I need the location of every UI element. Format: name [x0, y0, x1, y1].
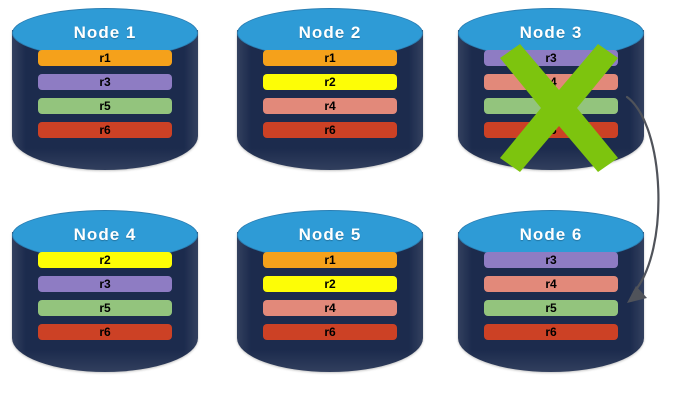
record-r3[interactable]: r3: [38, 276, 172, 292]
node-6-top-disc: Node 6: [458, 210, 644, 260]
node-2-records: r1 r2 r4 r6: [263, 50, 397, 138]
record-r6[interactable]: r6: [38, 122, 172, 138]
record-r5[interactable]: r5: [38, 98, 172, 114]
record-r2[interactable]: r2: [263, 74, 397, 90]
node-1-top-disc: Node 1: [12, 8, 198, 58]
record-r6[interactable]: r6: [484, 324, 618, 340]
record-r2[interactable]: r2: [263, 276, 397, 292]
record-r1[interactable]: r1: [38, 50, 172, 66]
record-r3[interactable]: r3: [38, 74, 172, 90]
node-2[interactable]: Node 2 r1 r2 r4 r6: [237, 8, 423, 194]
node-3[interactable]: Node 3 r3 r4 r5 r6: [458, 8, 644, 194]
node-5[interactable]: Node 5 r1 r2 r4 r6: [237, 210, 423, 396]
node-5-top-disc: Node 5: [237, 210, 423, 260]
node-3-records: r3 r4 r5 r6: [484, 50, 618, 138]
record-r2[interactable]: r2: [38, 252, 172, 268]
node-2-title: Node 2: [298, 23, 362, 42]
node-6-title: Node 6: [519, 225, 583, 244]
node-4-top-disc: Node 4: [12, 210, 198, 260]
record-r3[interactable]: r3: [484, 50, 618, 66]
node-1-title: Node 1: [73, 23, 137, 42]
record-r5[interactable]: r5: [484, 98, 618, 114]
record-r4[interactable]: r4: [263, 98, 397, 114]
record-r4[interactable]: r4: [484, 74, 618, 90]
node-5-title: Node 5: [298, 225, 362, 244]
record-r4[interactable]: r4: [263, 300, 397, 316]
record-r5[interactable]: r5: [484, 300, 618, 316]
record-r5[interactable]: r5: [38, 300, 172, 316]
node-4-title: Node 4: [73, 225, 137, 244]
node-6[interactable]: Node 6 r3 r4 r5 r6: [458, 210, 644, 396]
node-5-records: r1 r2 r4 r6: [263, 252, 397, 340]
record-r4[interactable]: r4: [484, 276, 618, 292]
node-2-top-disc: Node 2: [237, 8, 423, 58]
record-r6[interactable]: r6: [484, 122, 618, 138]
record-r6[interactable]: r6: [38, 324, 172, 340]
record-r6[interactable]: r6: [263, 324, 397, 340]
node-6-records: r3 r4 r5 r6: [484, 252, 618, 340]
node-1[interactable]: Node 1 r1 r3 r5 r6: [12, 8, 198, 194]
node-4-records: r2 r3 r5 r6: [38, 252, 172, 340]
node-4[interactable]: Node 4 r2 r3 r5 r6: [12, 210, 198, 396]
record-r1[interactable]: r1: [263, 50, 397, 66]
node-3-title: Node 3: [519, 23, 583, 42]
node-1-records: r1 r3 r5 r6: [38, 50, 172, 138]
record-r1[interactable]: r1: [263, 252, 397, 268]
record-r3[interactable]: r3: [484, 252, 618, 268]
record-r6[interactable]: r6: [263, 122, 397, 138]
